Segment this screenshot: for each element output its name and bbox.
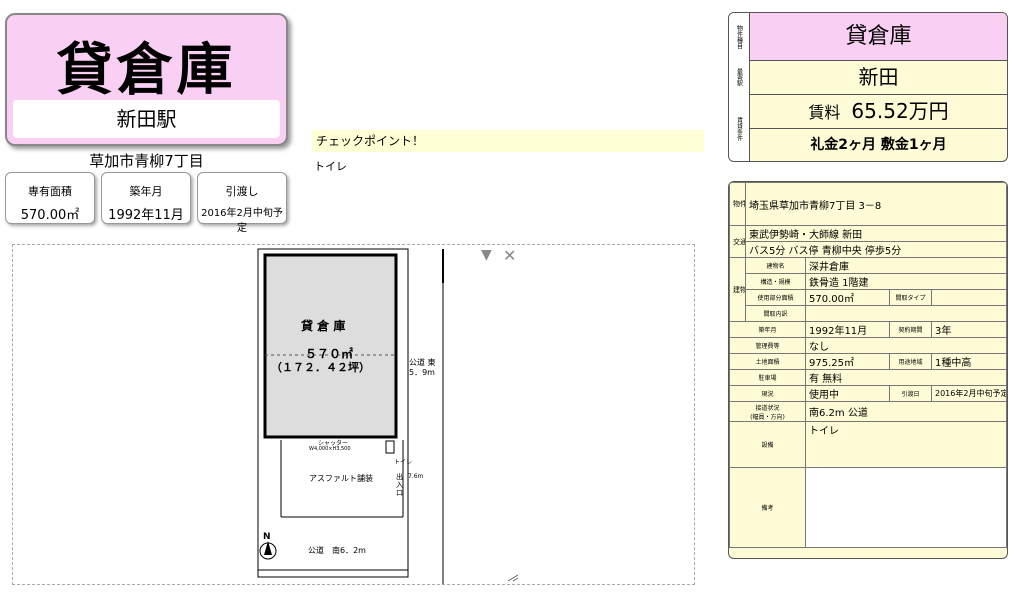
- deposit-value: 礼金2ヶ月 敷金1ヶ月: [810, 137, 947, 153]
- handover-card-label: 引渡し: [225, 185, 259, 198]
- zone-value: 1種中高: [931, 353, 1007, 370]
- parking-label: 駐車場: [729, 369, 806, 386]
- plan-asphalt: アスファルト舗装: [309, 474, 373, 483]
- rent-value: 65.52万円: [851, 99, 949, 123]
- warehouse-building: [263, 253, 398, 439]
- built-card-label: 築年月: [129, 185, 163, 198]
- mgmt-value: なし: [805, 337, 1007, 354]
- address: 草加市青柳7丁目: [89, 152, 204, 170]
- status-value: 使用中: [805, 385, 890, 402]
- checkpoint-text: トイレ: [314, 160, 347, 173]
- north-label: N: [263, 532, 271, 542]
- facility-label: 設備: [729, 421, 806, 468]
- built-label: 築年月: [729, 321, 806, 338]
- title-card: 貸倉庫 新田駅: [5, 13, 288, 146]
- name-value: 深井倉庫: [805, 257, 1007, 274]
- station-value: 新田: [750, 60, 1007, 95]
- handover-card-value: 2016年2月中旬予定: [201, 208, 283, 234]
- plan-entrance-width: 7.6m: [408, 473, 424, 480]
- handover-card: 引渡し 2016年2月中旬予定: [197, 172, 287, 234]
- land-value: 975.25㎡: [805, 353, 890, 370]
- plan-area: ５７０㎡: [305, 347, 354, 361]
- structure-label: 構造・規模: [745, 273, 806, 290]
- rent-row: 賃料 65.52万円: [750, 94, 1007, 129]
- area-card-value: 570.00㎡: [20, 208, 80, 223]
- plan-shutter-size: W4,000×H3,500: [309, 446, 351, 452]
- area-card: 専有面積 570.00㎡: [5, 172, 95, 224]
- plan-road-east: 公道 東5．9m: [409, 358, 436, 377]
- layout-type-label: 間取タイプ: [889, 289, 932, 306]
- bus-value: バス5分 バス停 青柳中央 停歩5分: [745, 241, 1007, 258]
- detail-panel: 物件所在地埼玉県草加市青柳7丁目 3－8 交通東武伊勢崎・大師線 新田 バス5分…: [728, 181, 1008, 559]
- name-label: 建物名: [745, 257, 806, 274]
- road-label: 接道状況: [755, 404, 780, 412]
- road-label-sub: (幅員・方向): [750, 413, 785, 421]
- rent-label: 賃料: [808, 103, 841, 122]
- mgmt-label: 管理費等: [729, 337, 806, 354]
- remarks-value: [805, 467, 1007, 548]
- area-value: 570.00㎡: [805, 289, 890, 306]
- location-value: 埼玉県草加市青柳7丁目 3－8: [745, 182, 1007, 226]
- station-box: 新田駅: [13, 100, 280, 138]
- road-label-cell: 接道状況(幅員・方向): [729, 401, 806, 422]
- area-card-label: 専有面積: [28, 185, 72, 198]
- building-side-label: 建物: [729, 257, 746, 322]
- plan-close-icon[interactable]: ✕: [503, 246, 517, 265]
- checkpoint-bar: チェックポイント！: [312, 130, 704, 152]
- built-card-value: 1992年11月: [108, 208, 184, 223]
- contract-label: 契約期間: [889, 321, 932, 338]
- road-value: 南6.2m 公道: [805, 401, 1007, 422]
- plan-toilet: トイレ: [394, 459, 413, 466]
- traffic-label: 交通: [729, 225, 746, 258]
- property-type-title: 貸倉庫: [56, 38, 237, 103]
- built-value: 1992年11月: [805, 321, 890, 338]
- summary-panel: 物件種目 貸倉庫 最寄駅 新田 賃貸条件 賃料 65.52万円 礼金2ヶ月 敷金…: [728, 12, 1008, 162]
- detail-table: 物件所在地埼玉県草加市青柳7丁目 3－8 交通東武伊勢崎・大師線 新田 バス5分…: [729, 182, 1007, 548]
- area-label: 使用部分面積: [745, 289, 806, 306]
- plan-collapse-icon[interactable]: ▼: [481, 247, 492, 263]
- rent-side-label: 賃貸条件: [729, 94, 750, 161]
- status-label: 現況: [729, 385, 806, 402]
- floor-plan: [257, 248, 519, 584]
- facility-value: トイレ: [805, 421, 1007, 468]
- built-card: 築年月 1992年11月: [101, 172, 191, 224]
- location-label: 物件所在地: [729, 182, 746, 226]
- zone-label: 用途地域: [889, 353, 932, 370]
- land-label: 土地面積: [729, 353, 806, 370]
- plan-entrance: 出入口: [396, 473, 403, 497]
- layout-label: 間取内訳: [745, 305, 806, 322]
- plan-building-label: 貸 倉 庫: [301, 319, 346, 333]
- plan-road-south: 公道 南6．2m: [308, 546, 366, 555]
- parking-value: 有 無料: [805, 369, 1007, 386]
- structure-value: 鉄骨造 1階建: [805, 273, 1007, 290]
- contract-value: 3年: [931, 321, 1007, 338]
- handover-value: 2016年2月中旬予定: [931, 385, 1007, 402]
- remarks-label: 備考: [729, 467, 806, 548]
- plan-shutter: シャッター: [318, 440, 349, 447]
- type-side-label: 物件種目: [729, 13, 750, 61]
- line-value: 東武伊勢崎・大師線 新田: [745, 225, 1007, 242]
- floor-plan-frame: 貸 倉 庫 ５７０㎡ （１７２．４２坪） 公道 東5．9m シャッター W4,0…: [12, 244, 695, 585]
- type-value: 貸倉庫: [750, 13, 1007, 61]
- handover-label: 引渡日: [889, 385, 932, 402]
- station-side-label: 最寄駅: [729, 60, 750, 95]
- plan-area-tsubo: （１７２．４２坪）: [271, 361, 370, 374]
